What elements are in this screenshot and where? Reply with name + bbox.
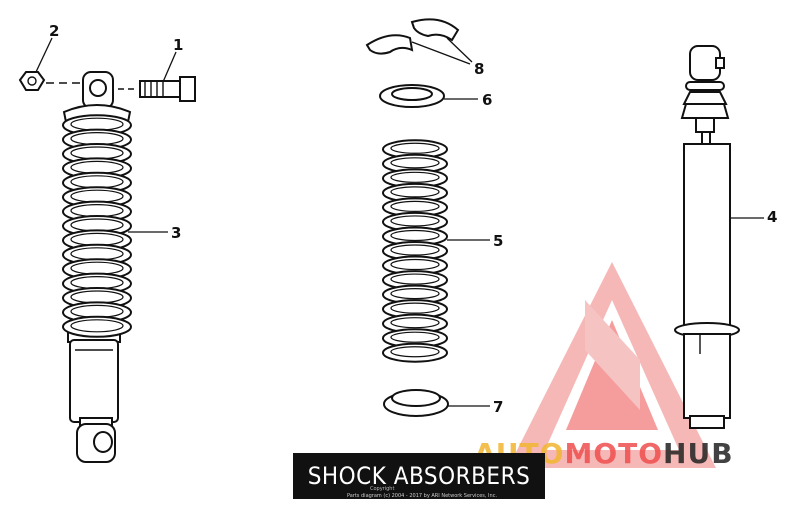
callout-4: 4 [767,208,777,226]
spring-coil-inner [390,317,440,329]
spring-part-5 [382,139,448,363]
spring-coil-inner [390,171,440,183]
spring-coil-inner [390,186,440,198]
spring-coil-inner [390,288,440,300]
spring-coil-inner [390,157,440,169]
callout-8: 8 [474,60,484,78]
callout-6: 6 [482,91,492,109]
spring-coil-inner [390,273,440,285]
copyright-notice: Parts diagram (c) 2004 - 2017 by ARI Net… [346,493,498,499]
leader-lines [35,37,764,407]
callout-7: 7 [493,398,503,416]
spring-coil-inner [390,331,440,343]
callout-5: 5 [493,232,503,250]
nut-part-2 [18,71,80,91]
diagram-title-text: SHOCK ABSORBERS [307,462,531,490]
callout-3: 3 [171,224,181,242]
bolt-part-1 [118,76,196,102]
spring-coil-inner [390,142,440,154]
upper-retainer-part-6 [379,84,445,108]
spring-coil-inner [390,346,440,358]
spring-coil-inner [390,215,440,227]
callout-2: 2 [49,22,59,40]
shock-assembly-part-3 [62,71,132,463]
diagram-title: SHOCK ABSORBERS [293,453,545,499]
lower-retainer-part-7 [383,389,449,417]
callout-1: 1 [173,36,183,54]
copyright-label: Copyright [370,486,395,492]
spring-coil-inner [70,319,124,333]
spring-coil-inner [390,200,440,212]
damper-part-4 [674,45,740,429]
watermark-logo [508,262,716,468]
seat-halves-part-8 [365,18,460,55]
spring-coil-inner [390,244,440,256]
spring-coil-inner [390,302,440,314]
spring-coil-inner [390,229,440,242]
spring-coil-inner [390,258,440,271]
